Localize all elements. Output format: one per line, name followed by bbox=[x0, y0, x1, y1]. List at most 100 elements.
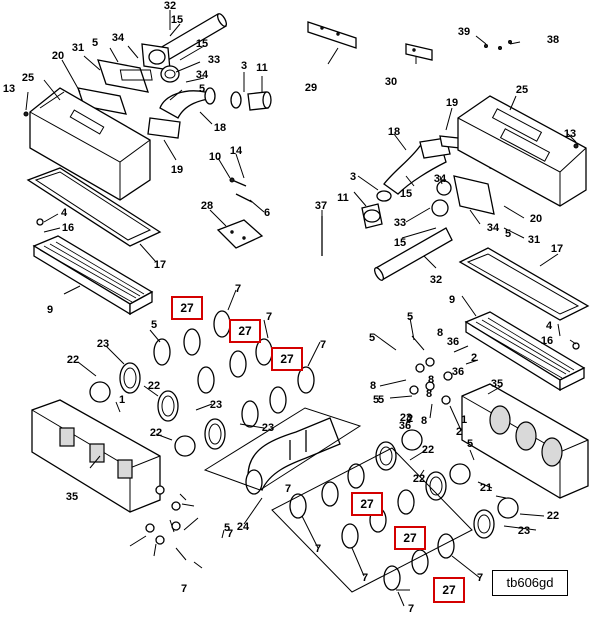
callout-10: 10 bbox=[209, 151, 221, 163]
callout-4: 4 bbox=[61, 207, 68, 219]
callout-22: 22 bbox=[547, 510, 559, 522]
highlight-box: 27 bbox=[229, 319, 261, 343]
callout-23: 23 bbox=[400, 412, 412, 424]
callout-25: 25 bbox=[22, 72, 34, 84]
callout-22: 22 bbox=[422, 444, 434, 456]
callout-31: 31 bbox=[72, 42, 84, 54]
clamps-right bbox=[271, 447, 473, 593]
cooler-core-part-9-left bbox=[32, 235, 154, 316]
callout-29: 29 bbox=[305, 82, 317, 94]
highlight-box: 27 bbox=[433, 577, 465, 603]
callout-19: 19 bbox=[446, 97, 458, 109]
callout-8: 8 bbox=[426, 388, 432, 400]
couplings-left bbox=[89, 362, 226, 457]
plate-part-28 bbox=[216, 219, 264, 249]
callout-2: 2 bbox=[471, 352, 477, 364]
callout-7: 7 bbox=[235, 283, 241, 295]
highlight-box: 27 bbox=[394, 526, 426, 550]
callout-7: 7 bbox=[408, 603, 414, 615]
callout-28: 28 bbox=[201, 200, 213, 212]
callout-22: 22 bbox=[150, 427, 162, 439]
callout-22: 22 bbox=[67, 354, 79, 366]
flange-part-31 bbox=[97, 59, 153, 93]
highlight-label: 27 bbox=[403, 531, 417, 545]
figure-id-label: tb606gd bbox=[492, 570, 568, 596]
elbow-part-18-left bbox=[147, 87, 216, 139]
callout-22: 22 bbox=[148, 380, 160, 392]
fastener-parts-39-38 bbox=[484, 40, 512, 50]
callout-35: 35 bbox=[66, 491, 78, 503]
callout-20: 20 bbox=[530, 213, 542, 225]
callout-11: 11 bbox=[256, 62, 268, 74]
callout-16: 16 bbox=[62, 222, 74, 234]
callout-15: 15 bbox=[171, 14, 183, 26]
clamp-part-33-left bbox=[160, 65, 180, 83]
callout-24: 24 bbox=[237, 521, 250, 533]
callout-36: 36 bbox=[452, 366, 464, 378]
callout-5: 5 bbox=[467, 438, 473, 450]
callout-8: 8 bbox=[370, 380, 376, 392]
clamp-part-3-left bbox=[230, 91, 242, 109]
highlighted-callouts: 27 27 27 27 27 27 bbox=[171, 296, 465, 603]
highlight-box: 27 bbox=[351, 492, 383, 516]
callout-15: 15 bbox=[394, 237, 406, 249]
gasket-part-17-left bbox=[26, 167, 162, 247]
callout-23: 23 bbox=[210, 399, 222, 411]
highlight-label: 27 bbox=[180, 301, 194, 315]
callout-35: 35 bbox=[491, 378, 503, 390]
callout-1: 1 bbox=[461, 414, 467, 426]
bracket-part-30 bbox=[405, 43, 433, 61]
bolts-13-4-16 bbox=[23, 111, 580, 350]
parts-artwork bbox=[23, 13, 590, 593]
callout-36: 36 bbox=[399, 420, 411, 432]
callout-16: 16 bbox=[541, 335, 553, 347]
callout-5: 5 bbox=[92, 37, 98, 49]
housing-part-25-left bbox=[29, 87, 151, 201]
callout-5: 5 bbox=[407, 311, 413, 323]
callout-7: 7 bbox=[362, 572, 368, 584]
hose-part-11-left bbox=[247, 91, 272, 111]
callout-37: 37 bbox=[315, 200, 327, 212]
housing-part-35-left bbox=[31, 399, 161, 513]
callout-7: 7 bbox=[285, 483, 291, 495]
callout-8: 8 bbox=[421, 415, 427, 427]
callout-4: 4 bbox=[546, 320, 553, 332]
callout-18: 18 bbox=[388, 126, 400, 138]
cooler-core-part-9-right bbox=[464, 311, 586, 392]
callout-17: 17 bbox=[551, 243, 563, 255]
callout-14: 14 bbox=[230, 145, 243, 157]
callout-21: 21 bbox=[480, 482, 492, 494]
callout-36: 36 bbox=[447, 336, 459, 348]
callout-32: 32 bbox=[164, 0, 176, 12]
callout-7: 7 bbox=[227, 528, 233, 540]
callout-9: 9 bbox=[449, 294, 455, 306]
callout-19: 19 bbox=[171, 164, 183, 176]
callout-18: 18 bbox=[214, 122, 226, 134]
seal-stacks bbox=[145, 357, 453, 545]
highlight-label: 27 bbox=[280, 352, 294, 366]
callout-33: 33 bbox=[208, 54, 220, 66]
flange-part-34-left bbox=[141, 43, 171, 71]
callout-20: 20 bbox=[52, 50, 64, 62]
callout-3: 3 bbox=[241, 60, 247, 72]
callout-23: 23 bbox=[262, 422, 274, 434]
callout-17: 17 bbox=[154, 259, 166, 271]
housing-part-25-right bbox=[457, 95, 587, 207]
callout-38: 38 bbox=[547, 34, 559, 46]
callout-13: 13 bbox=[564, 128, 576, 140]
tube-part-32-right bbox=[373, 227, 453, 281]
callout-34: 34 bbox=[487, 222, 500, 234]
callout-5: 5 bbox=[378, 394, 384, 406]
highlight-label: 27 bbox=[238, 324, 252, 338]
callout-23: 23 bbox=[518, 525, 530, 537]
housing-part-35-right bbox=[461, 383, 589, 499]
callout-13: 13 bbox=[3, 83, 15, 95]
gasket-part-17-right bbox=[458, 247, 590, 321]
callout-22: 22 bbox=[413, 473, 425, 485]
callout-15: 15 bbox=[400, 188, 412, 200]
callout-31: 31 bbox=[528, 234, 540, 246]
leader-lines bbox=[25, 10, 577, 607]
hose-part-11-right bbox=[361, 190, 392, 229]
callout-3: 3 bbox=[350, 171, 356, 183]
callout-6: 6 bbox=[264, 207, 270, 219]
